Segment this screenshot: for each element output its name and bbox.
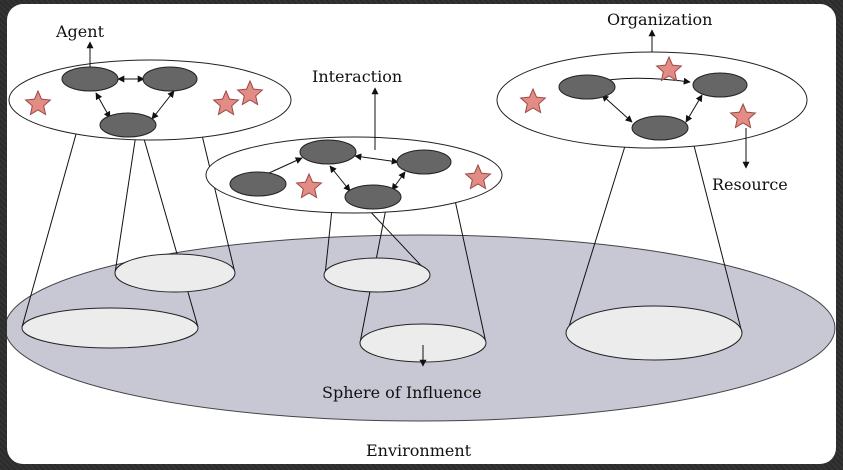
agent-ellipse [396,149,452,175]
resource-star-icon [519,87,547,114]
agent-ellipse [344,184,402,210]
interaction-arrows [95,75,703,192]
environment-label: Environment [366,441,472,460]
resource-star-icon [24,89,52,116]
resource-star-icon [236,79,264,106]
resource-star-icon [295,172,323,199]
resource-star-icon [729,102,757,129]
agent-ellipse [558,74,616,100]
sphere-ellipse-right [565,305,743,361]
sphere-ellipse-left-back [114,253,236,293]
agent-ellipse [61,66,119,92]
multi-agent-diagram: Agent Interaction Organization Resource … [7,10,836,460]
agent-ellipse [142,66,198,92]
agent-ellipse [99,112,157,138]
interaction-label: Interaction [312,67,402,86]
sphere-ellipse-left-front [21,307,199,349]
resource-star-icon [212,89,240,116]
resource-label: Resource [712,175,788,194]
resource-star-icon [655,55,683,82]
label-pointer-arrows [86,29,750,367]
sphere-of-influence-label: Sphere of Influence [322,383,482,402]
agent-ellipse [229,171,287,197]
agent-label: Agent [55,22,105,41]
organization-label: Organization [607,10,712,29]
diagram-canvas: Agent Interaction Organization Resource … [7,4,836,464]
agent-ellipse [692,72,748,98]
agent-ellipse [299,139,357,165]
sphere-ellipse-mid-back [323,257,431,293]
resource-star-icon [464,163,492,190]
agent-ellipse [631,115,689,141]
